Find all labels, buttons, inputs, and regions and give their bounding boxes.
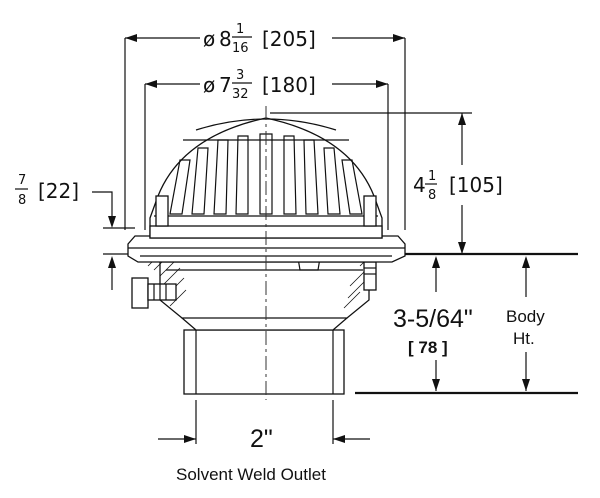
flange-height-denominator: 8 xyxy=(18,193,26,208)
outer-diameter-dimension: ø 8 1 16 [205] xyxy=(124,22,406,230)
caption: Solvent Weld Outlet xyxy=(176,465,326,484)
side-clamp xyxy=(131,277,149,309)
inner-diameter-metric: [180] xyxy=(262,73,316,97)
inner-diameter-denominator: 32 xyxy=(232,87,249,102)
flange-height-numerator: 7 xyxy=(18,173,26,188)
outer-diameter-denominator: 16 xyxy=(232,41,249,56)
dome-height-denominator: 8 xyxy=(428,188,436,203)
body-height-dimension: Body Ht. xyxy=(506,256,545,391)
outlet-depth-dimension: 3-5/64" [ 78 ] xyxy=(393,256,473,391)
dome-height-dimension: 4 1 8 [105] xyxy=(270,112,503,254)
body-height-label-line2: Ht. xyxy=(513,329,535,348)
dome-lug-right xyxy=(363,195,377,227)
dome-height-metric: [105] xyxy=(449,173,503,197)
side-bolt xyxy=(147,283,177,301)
inner-diameter-symbol: ø xyxy=(203,73,215,97)
outlet-depth-imperial: 3-5/64" xyxy=(393,305,473,333)
outer-diameter-metric: [205] xyxy=(262,27,316,51)
body-height-label-line1: Body xyxy=(506,307,545,326)
inner-diameter-numerator: 3 xyxy=(236,68,244,83)
inner-diameter-whole: 7 xyxy=(219,73,232,97)
inner-diameter-dimension: ø 7 3 32 [180] xyxy=(144,68,389,230)
dome-height-whole: 4 xyxy=(413,173,426,197)
outlet-size-label: 2" xyxy=(250,425,273,453)
outlet-size-dimension: 2" xyxy=(158,400,370,453)
outlet-pipe xyxy=(183,329,345,395)
dome-slots xyxy=(169,133,363,215)
drain-body xyxy=(131,241,387,395)
dome-height-numerator: 1 xyxy=(428,169,436,184)
outer-diameter-whole: 8 xyxy=(219,27,232,51)
outer-diameter-symbol: ø xyxy=(203,27,215,51)
dome-lug-left xyxy=(155,195,169,227)
flange-height-metric: [22] xyxy=(38,179,79,203)
flange-height-dimension: 7 8 [22] xyxy=(15,173,135,290)
outer-diameter-numerator: 1 xyxy=(236,22,244,37)
right-clamp-bolt xyxy=(363,261,377,291)
outlet-depth-metric: [ 78 ] xyxy=(408,338,448,357)
